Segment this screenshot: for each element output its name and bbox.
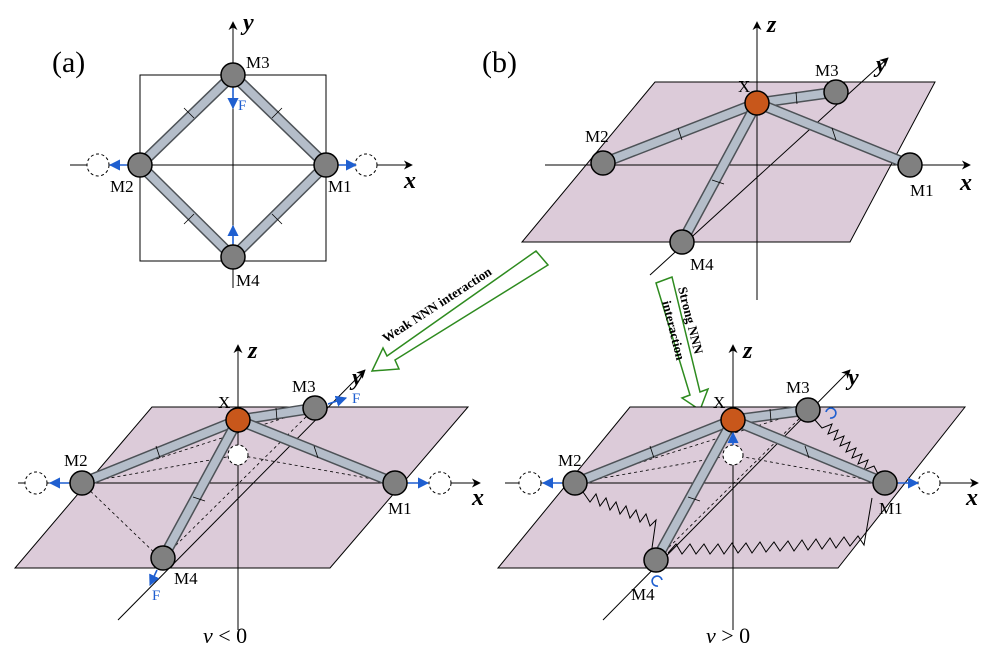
y-axis-label-d: y	[845, 365, 859, 391]
mass-m4-b	[669, 229, 695, 255]
mass-m4-d	[643, 547, 669, 573]
label-m4-b: M4	[690, 255, 714, 274]
y-axis-label-c: y	[349, 365, 363, 391]
x-axis-label-b: x	[959, 170, 972, 196]
z-axis-label-d: z	[742, 338, 753, 364]
label-m1-c: M1	[388, 499, 412, 518]
x-axis-label-d: x	[965, 485, 978, 511]
mass-m1-a	[313, 152, 339, 178]
ghost-center-c	[227, 444, 249, 466]
label-x-c: X	[218, 393, 230, 412]
force-arrow-m3-c	[327, 395, 348, 407]
ghost-m1-d	[917, 471, 941, 495]
rotation-icon-m3-d	[825, 407, 837, 419]
mass-m2-a	[127, 152, 153, 178]
mass-m3-d	[795, 397, 821, 423]
springs-d	[582, 419, 879, 555]
ghost-m2-c	[24, 471, 48, 495]
panel-b-label: (b)	[482, 46, 517, 79]
x-axis-label: x	[403, 168, 416, 194]
condition-positive: v > 0	[706, 623, 750, 648]
mass-m3-b	[823, 79, 849, 105]
label-m4-c: M4	[174, 569, 198, 588]
y-axis-label-b: y	[873, 52, 887, 78]
label-x-b: X	[738, 77, 750, 96]
mass-m1-c	[382, 470, 408, 496]
strong-nnn-arrow: Strong NNN interaction	[655, 276, 710, 412]
label-x-d: X	[713, 393, 725, 412]
label-m4-a: M4	[236, 271, 260, 290]
label-m1-d: M1	[879, 499, 903, 518]
mass-m3-a	[220, 62, 246, 88]
label-m3-b: M3	[815, 61, 839, 80]
label-m1-b: M1	[910, 181, 934, 200]
mass-m2-d	[562, 470, 588, 496]
ghost-m1-a	[354, 153, 378, 177]
plane-c	[13, 406, 470, 569]
force-label-m4-c: F	[152, 588, 160, 604]
panel-negative: x z y F F X M3 M2 M1 M4	[13, 338, 484, 648]
ghost-m2-d	[518, 471, 542, 495]
panel-a-label: (a)	[52, 46, 85, 79]
mass-m4-a	[220, 244, 246, 270]
ghost-center-d	[722, 444, 744, 466]
spring-m2-m4	[582, 491, 657, 549]
center-atom-b	[744, 90, 770, 116]
center-atom-c	[225, 407, 251, 433]
rotation-icon-m4-d	[651, 575, 663, 587]
z-axis-label-c: z	[247, 338, 258, 364]
force-arrow-m4-c	[149, 569, 160, 587]
label-m4-d: M4	[631, 585, 655, 604]
mass-m1-b	[897, 152, 923, 178]
bars-d	[572, 404, 888, 563]
spring-m3-m1	[814, 419, 879, 475]
mass-m1-d	[872, 470, 898, 496]
label-m2-a: M2	[110, 177, 134, 196]
panel-positive: x z y X M3	[496, 338, 979, 648]
label-m2-c: M2	[64, 451, 88, 470]
z-axis-label-b: z	[766, 12, 777, 38]
bars-b	[601, 86, 913, 245]
label-m3-a: M3	[246, 53, 270, 72]
panel-b: (b) x z y X M3 M2 M1 M4	[482, 12, 972, 300]
bars-c	[79, 402, 398, 561]
mass-m3-c	[302, 395, 328, 421]
label-m3-c: M3	[292, 377, 316, 396]
bars-a	[136, 71, 330, 261]
mass-m4-c	[150, 545, 176, 571]
label-m2-b: M2	[585, 127, 609, 146]
x-axis-label-c: x	[471, 485, 484, 511]
dashed-lines-d	[574, 409, 886, 561]
label-m3-d: M3	[786, 378, 810, 397]
force-label-m3-c: F	[352, 391, 360, 407]
force-label-a: F	[238, 98, 246, 114]
label-m1-a: M1	[328, 177, 352, 196]
mass-m2-b	[590, 150, 616, 176]
y-axis-label: y	[240, 10, 254, 36]
weak-nnn-arrow: Weak NNN interaction	[370, 249, 550, 372]
condition-negative: v < 0	[203, 623, 247, 648]
panel-a: (a) x y F M3 M1 M2 M4	[52, 10, 416, 290]
ghost-m2-a	[86, 153, 110, 177]
mass-m2-c	[69, 470, 95, 496]
ghost-m1-c	[428, 471, 452, 495]
label-m2-d: M2	[558, 451, 582, 470]
